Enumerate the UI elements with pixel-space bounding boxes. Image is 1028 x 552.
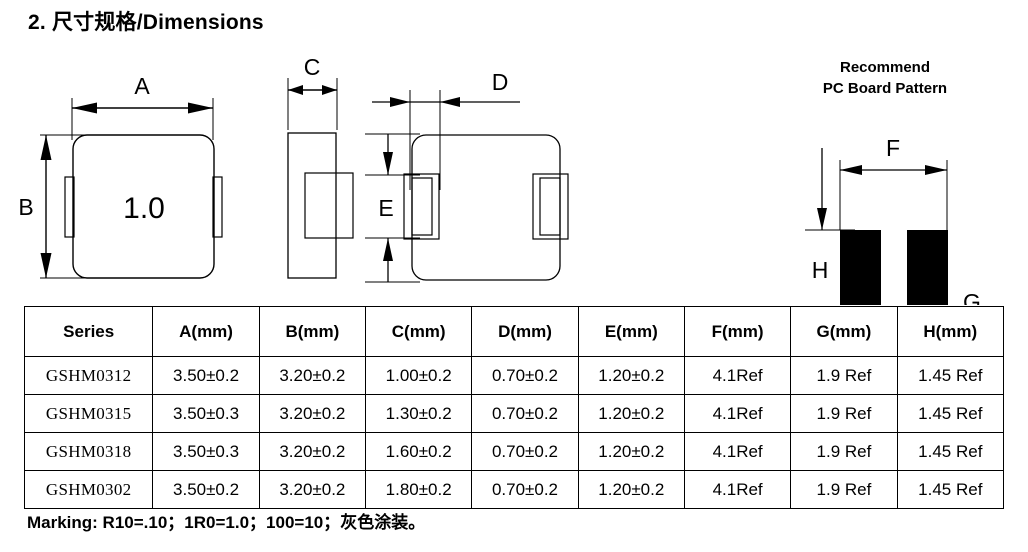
dimension-label-F: F	[886, 135, 900, 161]
cell-h: 1.45 Ref	[896, 394, 1005, 433]
dimension-label-A: A	[134, 73, 150, 99]
cell-g: 1.9 Ref	[790, 394, 898, 433]
cell-a: 3.50±0.3	[152, 432, 260, 471]
column-header-a: A(mm)	[152, 306, 260, 357]
table-row: GSHM0318 3.50±0.3 3.20±0.2 1.60±0.2 0.70…	[23, 432, 1005, 471]
page-title: 2. 尺寸规格/Dimensions	[28, 11, 264, 34]
table-row: GSHM0315 3.50±0.3 3.20±0.2 1.30±0.2 0.70…	[23, 394, 1005, 433]
cell-a: 3.50±0.3	[152, 394, 260, 433]
cell-b: 3.20±0.2	[258, 356, 367, 395]
cell-a: 3.50±0.2	[152, 356, 260, 395]
cell-d: 0.70±0.2	[471, 356, 579, 395]
top-view-drawing: A B 1.0	[18, 73, 223, 279]
top-view-body-marking: 1.0	[123, 192, 165, 225]
dimension-label-G: G	[963, 289, 981, 305]
cell-a: 3.50±0.2	[152, 470, 260, 509]
cell-e: 1.20±0.2	[577, 356, 685, 395]
column-header-h: H(mm)	[896, 306, 1005, 357]
pcb-pattern-title-line2: PC Board Pattern	[823, 80, 947, 97]
cell-g: 1.9 Ref	[790, 356, 898, 395]
bottom-view-drawing: D E	[365, 69, 569, 283]
bottom-view-left-pad-outer	[403, 173, 440, 240]
column-header-d: D(mm)	[471, 306, 579, 357]
cell-series: GSHM0312	[23, 356, 154, 395]
cell-c: 1.60±0.2	[365, 432, 473, 471]
cell-series: GSHM0315	[23, 394, 154, 433]
cell-e: 1.20±0.2	[577, 470, 685, 509]
bottom-view-right-pad-inner	[539, 177, 561, 236]
cell-h: 1.45 Ref	[896, 470, 1005, 509]
column-header-f: F(mm)	[683, 306, 792, 357]
cell-f: 4.1Ref	[683, 470, 792, 509]
cell-c: 1.00±0.2	[365, 356, 473, 395]
dimension-label-H: H	[812, 257, 829, 283]
column-header-e: E(mm)	[577, 306, 685, 357]
cell-d: 0.70±0.2	[471, 432, 579, 471]
cell-f: 4.1Ref	[683, 394, 792, 433]
cell-b: 3.20±0.2	[258, 432, 367, 471]
pcb-pad-left	[840, 230, 881, 305]
pcb-pattern-title-line1: Recommend	[840, 59, 930, 76]
side-view-terminal	[304, 172, 354, 239]
dimension-label-E: E	[378, 195, 393, 221]
bottom-view-body	[411, 134, 561, 281]
top-view-left-terminal	[64, 176, 75, 238]
bottom-view-left-pad-inner	[411, 177, 433, 236]
dimension-label-C: C	[304, 54, 321, 80]
cell-c: 1.30±0.2	[365, 394, 473, 433]
cell-f: 4.1Ref	[683, 432, 792, 471]
dimension-drawings: A B 1.0 C	[0, 50, 1028, 305]
cell-f: 4.1Ref	[683, 356, 792, 395]
cell-g: 1.9 Ref	[790, 470, 898, 509]
column-header-g: G(mm)	[790, 306, 898, 357]
cell-b: 3.20±0.2	[258, 470, 367, 509]
side-view-drawing: C	[287, 54, 354, 279]
dimension-label-D: D	[492, 69, 509, 95]
marking-note: Marking: R10=.10；1R0=1.0；100=10；灰色涂装。	[27, 513, 426, 532]
cell-h: 1.45 Ref	[896, 432, 1005, 471]
column-header-series: Series	[23, 306, 154, 357]
column-header-c: C(mm)	[365, 306, 473, 357]
top-view-right-terminal	[212, 176, 223, 238]
table-header-row: Series A(mm) B(mm) C(mm) D(mm) E(mm) F(m…	[23, 306, 1005, 357]
side-view-body	[287, 132, 337, 279]
cell-b: 3.20±0.2	[258, 394, 367, 433]
pcb-pad-right	[907, 230, 948, 305]
cell-h: 1.45 Ref	[896, 356, 1005, 395]
cell-series: GSHM0318	[23, 432, 154, 471]
table-row: GSHM0312 3.50±0.2 3.20±0.2 1.00±0.2 0.70…	[23, 356, 1005, 395]
dimension-label-B: B	[18, 194, 33, 220]
dimensions-table-container: Series A(mm) B(mm) C(mm) D(mm) E(mm) F(m…	[23, 306, 1005, 509]
cell-g: 1.9 Ref	[790, 432, 898, 471]
table-row: GSHM0302 3.50±0.2 3.20±0.2 1.80±0.2 0.70…	[23, 470, 1005, 509]
cell-e: 1.20±0.2	[577, 432, 685, 471]
pcb-pattern-drawing: Recommend PC Board Pattern F H	[805, 59, 981, 305]
bottom-view-right-pad-outer	[532, 173, 569, 240]
dimensions-table: Series A(mm) B(mm) C(mm) D(mm) E(mm) F(m…	[23, 306, 1005, 509]
column-header-b: B(mm)	[258, 306, 367, 357]
cell-d: 0.70±0.2	[471, 394, 579, 433]
cell-e: 1.20±0.2	[577, 394, 685, 433]
top-view-body	[72, 134, 215, 279]
cell-c: 1.80±0.2	[365, 470, 473, 509]
cell-series: GSHM0302	[23, 470, 154, 509]
cell-d: 0.70±0.2	[471, 470, 579, 509]
